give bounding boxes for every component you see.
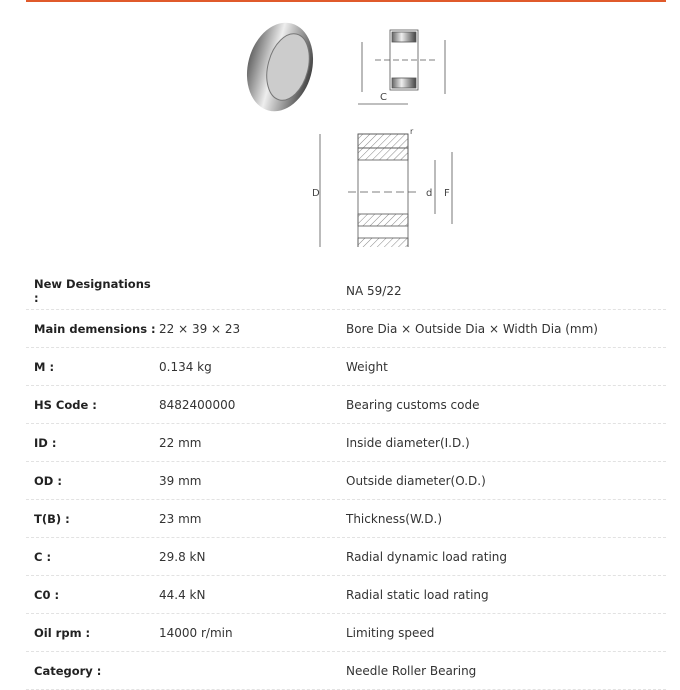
dim-r-label: r xyxy=(410,127,414,136)
spec-row: Main demensions :22 × 39 × 23 Bore Dia × … xyxy=(26,310,666,348)
spec-row: Oil rpm : 14000 r/min Limiting speed xyxy=(26,614,666,652)
spec-description: Thickness(W.D.) xyxy=(346,511,443,526)
spec-description: Bore Dia × Outside Dia × Width Dia (mm) xyxy=(346,321,598,336)
spec-label: M : xyxy=(34,359,55,374)
spec-value: 8482400000 xyxy=(159,397,236,412)
spec-value: 14000 r/min xyxy=(159,625,233,640)
spec-label: C : xyxy=(34,549,52,564)
spec-row: M : 0.134 kg Weight xyxy=(26,348,666,386)
bearing-figure: C D d F r xyxy=(230,12,470,253)
spec-label: HS Code : xyxy=(34,397,97,412)
dim-c-label: C xyxy=(380,92,387,103)
spec-row: Category : Needle Roller Bearing xyxy=(26,652,666,690)
spec-description: Radial dynamic load rating xyxy=(346,549,508,564)
spec-label: Oil rpm : xyxy=(34,625,91,640)
spec-value: 23 mm xyxy=(159,511,202,526)
spec-description: Radial static load rating xyxy=(346,587,489,602)
spec-description: Limiting speed xyxy=(346,625,435,640)
spec-row: T(B) : 23 mm Thickness(W.D.) xyxy=(26,500,666,538)
spec-row: ID : 22 mm Inside diameter(I.D.) xyxy=(26,424,666,462)
accent-divider xyxy=(26,0,666,2)
spec-description: Needle Roller Bearing xyxy=(346,663,477,678)
dim-f-label: F xyxy=(444,188,450,199)
spec-row: C0 : 44.4 kN Radial static load rating xyxy=(26,576,666,614)
spec-label: New Designations : xyxy=(34,276,151,305)
spec-description: Bearing customs code xyxy=(346,397,480,412)
mounting-drawing xyxy=(361,29,446,94)
spec-label: Category : xyxy=(34,663,102,678)
spec-row: C : 29.8 kN Radial dynamic load rating xyxy=(26,538,666,576)
spec-value: 44.4 kN xyxy=(159,587,206,602)
spec-value: 29.8 kN xyxy=(159,549,206,564)
dim-d-outer-label: D xyxy=(312,188,320,199)
spec-label: Main demensions : xyxy=(34,321,156,336)
section-drawing: C D d F r xyxy=(312,92,453,253)
spec-description: Weight xyxy=(346,359,388,374)
spec-value: 39 mm xyxy=(159,473,202,488)
spec-description: Outside diameter(O.D.) xyxy=(346,473,486,488)
spec-label: OD : xyxy=(34,473,62,488)
spec-value: 0.134 kg xyxy=(159,359,212,374)
spec-label: T(B) : xyxy=(34,511,70,526)
bearing-photo xyxy=(246,22,314,112)
spec-label: C0 : xyxy=(34,587,60,602)
spec-value: 22 mm xyxy=(159,435,202,450)
spec-label: ID : xyxy=(34,435,57,450)
spec-value: 22 × 39 × 23 xyxy=(159,321,241,336)
dim-d-inner-label: d xyxy=(426,188,432,199)
spec-description: NA 59/22 xyxy=(346,283,402,298)
spec-row: New Designations : NA 59/22 xyxy=(26,272,666,310)
spec-row: HS Code : 8482400000 Bearing customs code xyxy=(26,386,666,424)
spec-description: Inside diameter(I.D.) xyxy=(346,435,470,450)
spec-row: OD : 39 mm Outside diameter(O.D.) xyxy=(26,462,666,500)
bearing-drawing: C D d F r xyxy=(246,22,453,253)
